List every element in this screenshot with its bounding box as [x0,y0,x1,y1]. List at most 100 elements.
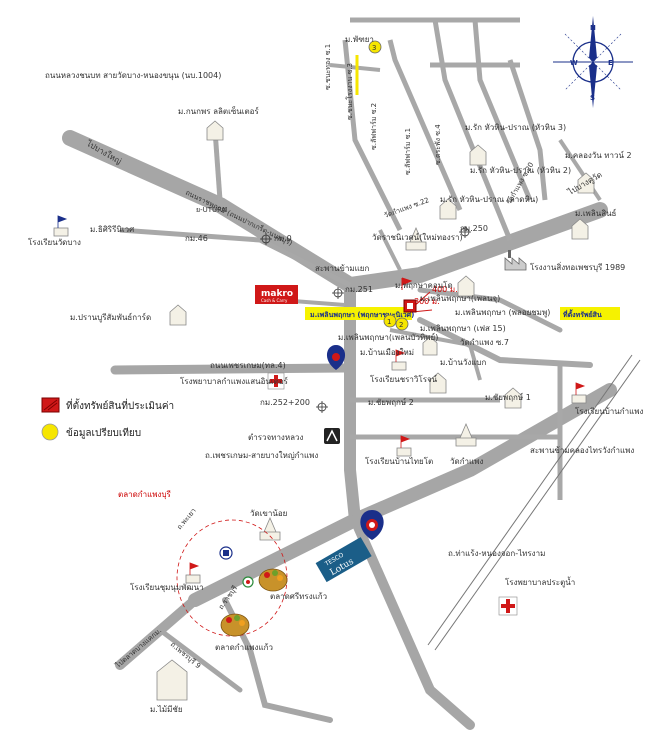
school-icon [571,382,587,404]
tesco-logo-box [315,537,372,583]
label-moo-raet3: ม.รัก หัวหิน-ปราณ (ลาดหิน) [440,195,538,204]
legend-comparable-label: ข้อมูลเปรียบเทียบ [66,427,141,439]
comparable-marker-2 [395,317,409,331]
label-ban-vang-kung: ม.บ้านวังแบก [440,358,486,367]
house-icon [206,120,224,141]
map-labels: ม.พัฑยา ถนนหลวงชนบท สายวัดบาง-หนองขนุน (… [28,35,643,714]
gas-station-icon [326,345,346,370]
temple-icons [259,226,477,541]
market-area [176,519,288,637]
dist-400-label: 400 ม. [432,285,458,294]
school-icon [53,215,69,237]
label-market-title: ตลาดกำแพงบุรี [118,490,172,499]
label-wat-kamphaeng: วัดกำแพง [450,457,483,466]
highlight-left-label: ม.เพลินพฤกษา (พฤกษาชนะนิเวศ) [310,311,414,319]
gas-station-icons [326,345,384,540]
label-wat-ratchanivet: วัดราชนิเวศน์(ใหม่ทองรา) [372,232,463,242]
police-icon [324,428,340,444]
house-icon [422,336,438,356]
makro-logo-box [255,285,298,304]
label-market-kaewmo: ตลาดศรีทรงแก้ว [270,592,327,601]
label-road-v3: ซ.ลัฟฟาร์ม ซ.1 [404,128,412,175]
label-u-turn: ย-UTURN [196,206,227,214]
label-thalat-bottom: ไปตลาดบางแคกม. [113,626,163,670]
hospital-icon [267,372,285,390]
makro-title: makro [261,289,293,299]
house-icon [577,172,595,194]
label-road-v2: ซ.ลัฟฟาร์ม ซ.2 [370,103,378,150]
road-upper-left-1 [212,129,223,201]
house-icons [156,120,595,701]
compass-s: S [590,94,595,102]
legend: ที่ตั้งทรัพย์สินที่ประเมินค่า ข้อมูลเปรี… [41,397,174,441]
label-police: ตำรวจทางหลวง [248,433,304,442]
label-school-muang: โรงเรียนชุมนุมพัฒนา [130,582,204,592]
temple-icon [259,516,281,541]
comparable-marker-3 [368,40,382,54]
compass-n: N [590,24,596,32]
temple-icon [455,422,477,447]
comparable-marker-2-label: 2 [399,321,403,329]
label-moo-chaiyaphruek1: ม.ชัยพฤกษ์ 1 [485,392,531,402]
label-moo-panthanee: ม.ปรานบูรีสัมพันธ์การ์ด [70,312,151,323]
label-moo-banmueang: ม.บ้านเมืองใหม่ [360,348,414,357]
road-bottom-left-spur [157,627,243,693]
road-upper-5 [507,59,548,201]
makro-store: makro Cash & Carry [255,285,298,304]
school-icons [53,215,587,584]
kilometer-marker-icon [316,401,328,413]
label-road-v4: ซ.ตระพัง ซ.4 [434,124,442,165]
fruit-basket-icon [220,613,250,637]
label-school-chinaward: โรงเรียนชราวิโรจน์ [370,374,438,384]
road-upper-3 [432,19,513,241]
makro-subtitle: Cash & Carry [261,298,288,303]
label-market-kaew: ตลาดกำแพงแก้ว [215,643,273,652]
label-road-v1: ซ.ชนะโรงงาน ซ.3 [345,63,354,120]
house-icon [169,304,187,326]
label-road-phetkasem: ถนนเพชรเกษม(ทล.4) [210,361,286,370]
label-sai-phet: ถ.เพชรเกษม-สายบางใหญ่กำแพง [205,451,318,460]
label-moo-plern2: ม.เพลินพฤกษา (พลอยชมพู) [455,308,550,318]
road-stub-1 [378,229,402,271]
school-icon [391,349,407,371]
house-icon [504,387,522,409]
school-icon [396,435,412,457]
label-moo-plernsin: ม.เพลินสินธ์ [575,208,617,218]
label-rd-nong-chok: ถ.ท่าแร้ง-หนองจอก-ไทรงาม [448,549,545,558]
subject-marker-group: 400 ม. 300 ม. 1 2 3 [368,40,458,331]
kilometer-marker-icon [459,226,471,238]
crosshair-icons [260,226,471,413]
road-upper-4 [472,19,533,201]
label-moo-plern3: ม.เพลินพฤกษา (เฟส 15) [420,324,506,333]
road-phetkasem [110,363,350,375]
bank-icon [219,546,233,560]
tesco-lotus-store: TESCO Lotus [315,537,372,583]
road-right-chain [417,317,593,368]
label-km252: กม.252+200 [260,398,310,407]
label-moo-raet1: ม.รัก หัวหิน-ปราณ (หัวหิน 3) [465,123,566,132]
label-moo-ganpot: ม.กนกพร ลลิตเซ็นเตอร์ [178,106,259,116]
label-talat-phanthong: สะพานข้ามแยก [315,264,369,273]
dist-300-label: 300 ม. [414,297,440,306]
compass-needle-north-icon [589,16,597,62]
label-km251: กม.251 [345,285,373,294]
road-upper-2 [387,39,463,211]
road-upper-1 [342,39,403,232]
label-vtao7: วัดกำแพง ซ.7 [460,338,509,347]
highlight-bar-right [560,307,620,320]
label-km250: กม.250 [460,224,488,233]
compass-w: W [570,59,578,67]
house-icon [429,372,447,394]
subject-marker-inner [407,303,413,309]
house-icon [439,198,457,220]
temple-icon [405,226,427,251]
label-moo-pruksa: ม.พฤกษาคอนโด [395,280,453,290]
label-moo-phatthaya: ม.พัฑยา [345,35,374,44]
label-wat-nok: วัดเขาน้อย [250,509,287,518]
road-network [62,17,641,730]
compass-needle-south-icon [589,62,597,108]
house-icon [156,659,188,701]
label-km46: กม.46 [185,234,208,243]
road-right-diag [417,287,563,333]
railway-right-1 [434,359,641,651]
